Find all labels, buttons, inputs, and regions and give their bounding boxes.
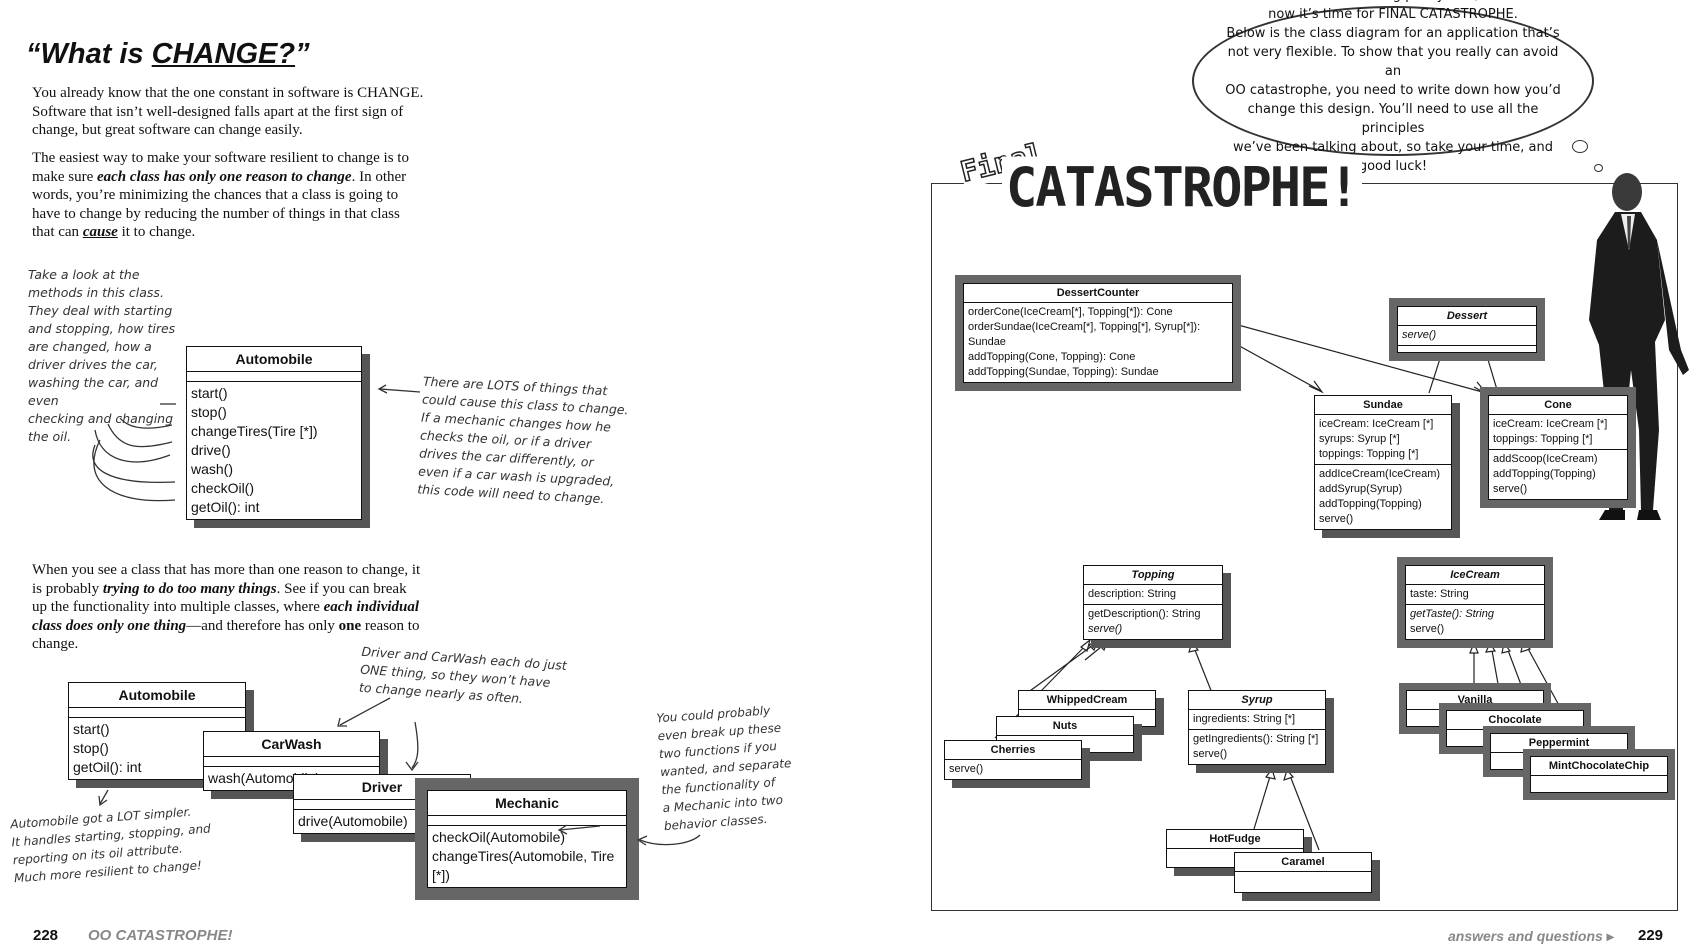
page-title: “What is CHANGE?” [26,38,310,70]
left-page-number: 228 [33,927,59,944]
left-section-label: OO CATASTROPHE! [88,927,233,944]
mechanic-class: Mechanic checkOil(Automobile) changeTire… [415,778,639,900]
catastrophe-heading: CATASTROPHE! [1002,156,1362,220]
intro-paragraph: You already know that the one constant i… [32,85,424,139]
syrup-class: Syrup ingredients: String [*] getIngredi… [1188,690,1326,765]
thought-cloud: You’ve been doing pretty well, but now i… [1192,0,1594,174]
caramel-class: Caramel [1234,852,1372,893]
right-page-number: 229 [1638,927,1664,944]
icecream-class: IceCream taste: String getTaste(): Strin… [1397,557,1553,648]
note-methods: Take a look at the methods in this class… [28,267,176,444]
cloud-bubble-1 [1572,140,1588,153]
automobile-class-big: Automobile start() stop() changeTires(Ti… [186,346,362,520]
dessertcounter-class: DessertCounter orderCone(IceCream[*], To… [955,275,1241,391]
left-arrows [92,384,421,502]
mintchocolatechip-class: MintChocolateChip [1523,749,1675,800]
cone-class: Cone iceCream: IceCream [*] toppings: To… [1480,387,1636,508]
automobile-methods: start() stop() changeTires(Tire [*]) dri… [191,385,318,515]
topping-class: Topping description: String getDescripti… [1083,565,1223,640]
sundae-class: Sundae iceCream: IceCream [*] syrups: Sy… [1314,395,1452,530]
cloud-bubble-2 [1594,164,1603,172]
triangle-right-icon: ▸ [1606,928,1614,944]
lower-left-arrows [98,697,701,846]
one-thing-paragraph: When you see a class that has more than … [32,562,421,653]
cherries-class: Cherries serve() [944,740,1082,780]
resilience-paragraph: The easiest way to make your software re… [32,150,409,241]
dessert-class: Dessert serve() [1389,298,1545,361]
footer-label: answers and questions ▸ [1448,928,1614,944]
